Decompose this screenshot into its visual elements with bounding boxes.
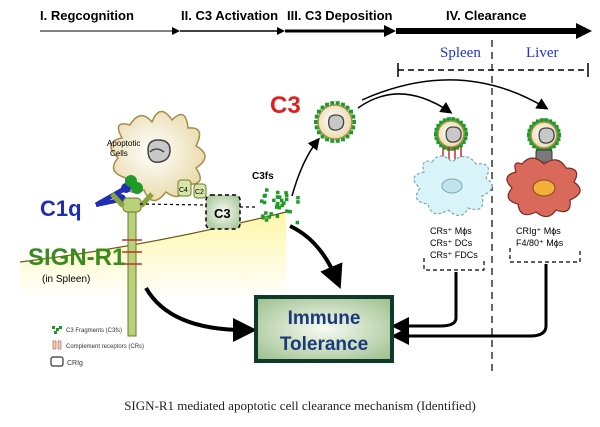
legend-label-3: CRIg (67, 360, 83, 367)
sign-r1-label: SIGN-R1 (28, 244, 125, 271)
stage-3-label: III. C3 Deposition (287, 8, 393, 23)
liver-label: Liver (526, 45, 558, 61)
figure-caption: SIGN-R1 mediated apoptotic cell clearanc… (124, 398, 476, 413)
liver-cell-list: CRIg⁺ Mϕs F4/80⁺ Mϕs (509, 226, 581, 263)
stage-1-label: I. Regcognition (40, 8, 134, 23)
sign-r1-to-tolerance-arrow (144, 286, 257, 342)
c1q-label: C1q (40, 196, 82, 221)
spleen-surface-edge (19, 211, 287, 263)
crig-icon (50, 356, 64, 367)
liver-to-tolerance-arrow (391, 264, 548, 345)
stage-4-arrowhead (576, 23, 592, 39)
cell-to-spleen-arrow (357, 93, 453, 114)
c2-label: C2 (195, 189, 204, 196)
legend-label-1: C3 Fragments (C3fs) (66, 328, 122, 334)
opsonized-cell (314, 101, 356, 143)
apoptotic-label-line2: Cells (110, 149, 128, 158)
tolerance-line2: Tolerance (280, 334, 368, 355)
spleen-macrophage-nucleus (441, 178, 463, 194)
c3-top-label: C3 (270, 92, 301, 119)
stage-3-arrowhead (384, 25, 396, 37)
stage-2-arrowhead (277, 27, 285, 35)
c3-fragment-icon (52, 326, 62, 334)
spleen-cell-1: CRs⁺ Mϕs (430, 226, 472, 236)
liver-cell-1: CRIg⁺ Mϕs (516, 226, 561, 236)
liver-opsonized-cell (527, 118, 561, 152)
tolerance-line1: Immune (288, 308, 361, 329)
spleen-to-tolerance-arrow (391, 272, 458, 335)
c3fs-cluster (259, 188, 300, 225)
liver-cell-2: F4/80⁺ Mϕs (516, 238, 564, 248)
stage-header: I. Regcognition II. C3 Activation III. C… (40, 8, 592, 39)
complement-receptor-icon (52, 340, 62, 350)
immune-tolerance-box: Immune Tolerance (254, 295, 394, 363)
c3fs-to-tolerance-arrow (289, 224, 343, 290)
c3-box-label: C3 (214, 206, 231, 221)
spleen-surface (20, 212, 286, 300)
legend-label-2: Complement receptors (CRs) (66, 344, 144, 350)
c4-molecule: C4 (177, 179, 192, 197)
stage-1-arrowhead (172, 27, 180, 35)
spleen-cell-2: CRs⁺ DCs (430, 238, 473, 248)
apoptotic-label-line1: Apoptotic (107, 139, 140, 148)
cell-to-liver-arrow (361, 79, 549, 110)
spleen-opsonized-cell (434, 117, 468, 151)
c3fs-to-cell-arrow (291, 137, 320, 197)
spleen-label: Spleen (440, 45, 481, 61)
liver-macrophage-nucleus (532, 179, 556, 197)
stage-2-label: II. C3 Activation (181, 8, 278, 23)
c2-molecule: C2 (193, 183, 207, 199)
c3-box: C3 (205, 194, 241, 230)
spleen-cell-3: CRs⁺ FDCs (430, 250, 478, 260)
in-spleen-label: (in Spleen) (42, 274, 90, 285)
c4-label: C4 (179, 187, 188, 194)
spleen-cell-list: CRs⁺ Mϕs CRs⁺ DCs CRs⁺ FDCs (423, 226, 485, 271)
legend: C3 Fragments (C3fs) Complement receptors… (50, 326, 144, 367)
stage-4-label: IV. Clearance (446, 8, 526, 23)
c1q-to-c3-dotted (139, 203, 206, 206)
crig-receptor (535, 149, 553, 163)
c3fs-label: C3fs (252, 171, 274, 182)
clearance-diagram: I. Regcognition II. C3 Activation III. C… (19, 8, 592, 372)
